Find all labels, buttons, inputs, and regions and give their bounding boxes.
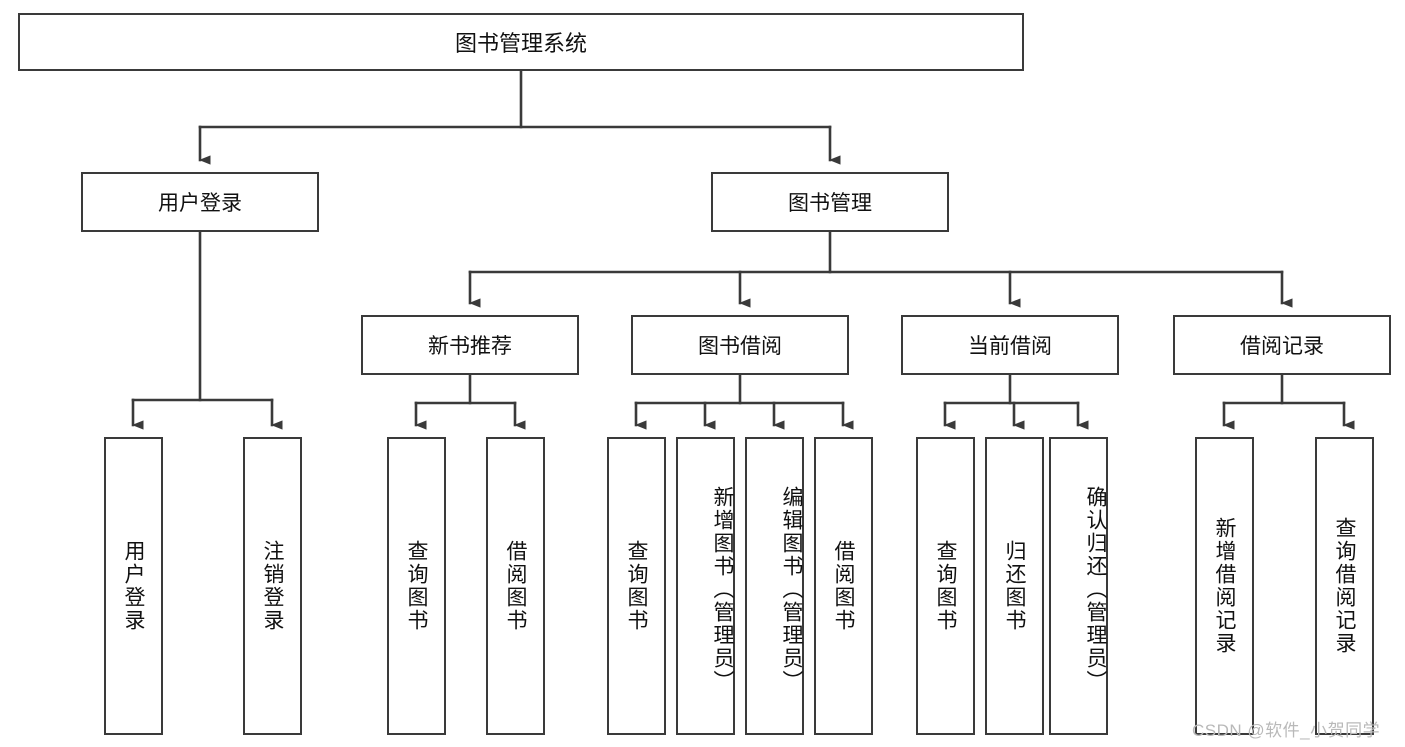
node-label: 用户登录 bbox=[158, 192, 242, 215]
node-label: 新增图书（管理员） bbox=[711, 485, 734, 693]
leaf-user-login[interactable]: 用户登录 bbox=[104, 437, 163, 735]
node-borrow-record[interactable]: 借阅记录 bbox=[1173, 315, 1391, 375]
leaf-borrow-book-new[interactable]: 借阅图书 bbox=[486, 437, 545, 735]
leaf-add-borrow-record[interactable]: 新增借阅记录 bbox=[1195, 437, 1254, 735]
node-label: 注销登录 bbox=[261, 540, 284, 632]
node-label: 确认归还（管理员） bbox=[1084, 485, 1107, 693]
node-label: 新书推荐 bbox=[428, 335, 512, 358]
node-label: 查询图书 bbox=[934, 540, 957, 632]
leaf-query-book-current[interactable]: 查询图书 bbox=[916, 437, 975, 735]
leaf-query-borrow-record[interactable]: 查询借阅记录 bbox=[1315, 437, 1374, 735]
node-system-root[interactable]: 图书管理系统 bbox=[18, 13, 1024, 71]
node-book-borrow[interactable]: 图书借阅 bbox=[631, 315, 849, 375]
node-label: 查询图书 bbox=[625, 540, 648, 632]
node-label: 查询图书 bbox=[405, 540, 428, 632]
leaf-borrow-book[interactable]: 借阅图书 bbox=[814, 437, 873, 735]
leaf-query-book-borrow[interactable]: 查询图书 bbox=[607, 437, 666, 735]
node-user-login[interactable]: 用户登录 bbox=[81, 172, 319, 232]
node-label: 用户登录 bbox=[122, 540, 145, 632]
node-label: 归还图书 bbox=[1003, 540, 1026, 632]
node-label: 借阅图书 bbox=[504, 540, 527, 632]
node-label: 图书管理系统 bbox=[454, 31, 587, 56]
node-book-management[interactable]: 图书管理 bbox=[711, 172, 949, 232]
leaf-return-book[interactable]: 归还图书 bbox=[985, 437, 1044, 735]
leaf-edit-book-admin[interactable]: 编辑图书（管理员） bbox=[745, 437, 804, 735]
node-new-book-recommend[interactable]: 新书推荐 bbox=[361, 315, 579, 375]
node-label: 图书管理 bbox=[788, 192, 872, 215]
csdn-watermark: CSDN @软件_小贺同学 bbox=[1192, 721, 1381, 740]
leaf-add-book-admin[interactable]: 新增图书（管理员） bbox=[676, 437, 735, 735]
node-label: 新增借阅记录 bbox=[1213, 517, 1236, 655]
node-label: 编辑图书（管理员） bbox=[780, 485, 803, 693]
node-label: 借阅图书 bbox=[832, 540, 855, 632]
node-label: 借阅记录 bbox=[1240, 335, 1324, 358]
leaf-logout-login[interactable]: 注销登录 bbox=[243, 437, 302, 735]
node-label: 图书借阅 bbox=[698, 335, 782, 358]
leaf-confirm-return-admin[interactable]: 确认归还（管理员） bbox=[1049, 437, 1108, 735]
node-current-borrow[interactable]: 当前借阅 bbox=[901, 315, 1119, 375]
leaf-query-book-new[interactable]: 查询图书 bbox=[387, 437, 446, 735]
node-label: 当前借阅 bbox=[968, 335, 1052, 358]
node-label: 查询借阅记录 bbox=[1333, 517, 1356, 655]
